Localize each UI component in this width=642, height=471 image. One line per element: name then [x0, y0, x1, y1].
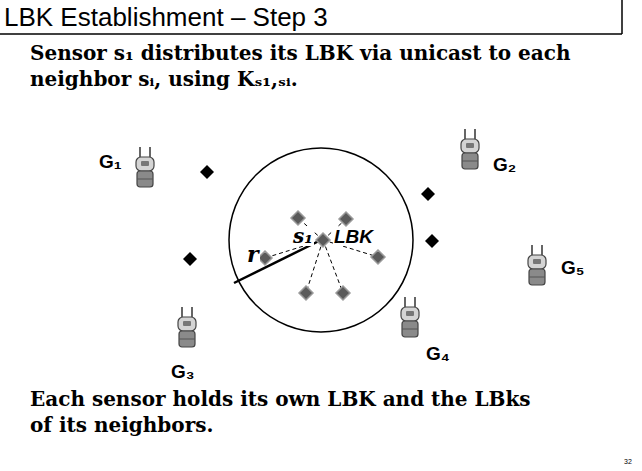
gateway-band: [402, 329, 418, 330]
gateway-icon: [457, 128, 483, 172]
sensor-diamond: [258, 251, 272, 265]
sensor-diamond: [200, 165, 214, 179]
gateway-icon: [524, 244, 550, 288]
gateway-band: [462, 161, 478, 162]
gateway-window: [183, 321, 191, 326]
gateway-window: [533, 259, 541, 264]
gateway-head: [178, 317, 196, 331]
sensor-diamond: [421, 187, 435, 201]
gateway-window: [141, 161, 149, 166]
radius-line: [234, 240, 321, 283]
gateway-body: [137, 171, 153, 187]
instruction-text: Sensor s₁ distributes its LBK via unicas…: [30, 40, 620, 92]
sensor-diamond: [291, 211, 305, 225]
gateway-body: [462, 153, 478, 169]
sensor-diamond: [339, 212, 353, 226]
gateway-body: [529, 269, 545, 285]
gateway-label: G₄: [425, 344, 451, 363]
gateway-node: G₁: [132, 146, 158, 190]
gateway-label: G₁: [98, 152, 123, 171]
gateway-body: [402, 321, 418, 337]
gateway-label: G₃: [170, 362, 196, 381]
sensor-diamond: [336, 286, 350, 300]
gateway-head: [528, 255, 546, 269]
gateway-icon: [174, 306, 200, 350]
gateway-label: G₅: [560, 258, 586, 277]
unicast-links: [265, 218, 378, 293]
gateway-node: G₂: [457, 128, 483, 172]
gateway-body: [179, 331, 195, 347]
range-circle: [229, 148, 413, 332]
title-rule: [621, 0, 623, 34]
gateway-band: [529, 277, 545, 278]
gateway-icon: [132, 146, 158, 190]
outside-sensors: [183, 165, 439, 266]
slide-title: LBK Establishment – Step 3: [4, 2, 328, 32]
gateway-window: [466, 143, 474, 148]
sensor-diamond: [425, 234, 439, 248]
unicast-link: [323, 240, 343, 293]
gateway-head: [136, 157, 154, 171]
gateway-label: G₂: [492, 155, 517, 174]
page-number: 32: [624, 458, 632, 465]
sensor-label: s₁: [292, 226, 314, 246]
unicast-link: [306, 240, 323, 293]
gateway-head: [461, 139, 479, 153]
title-rule: [0, 33, 622, 35]
key-label: LBK: [333, 227, 374, 246]
gateway-icon: [397, 296, 423, 340]
gateway-node: G₄: [397, 296, 423, 340]
gateway-head: [401, 307, 419, 321]
sensor-diamond: [316, 233, 330, 247]
gateway-node: G₃: [174, 306, 200, 350]
gateway-band: [179, 339, 195, 340]
sensor-diamond: [183, 252, 197, 266]
neighbor-sensors: [258, 211, 385, 300]
gateway-window: [406, 311, 414, 316]
sensor-diamond: [299, 286, 313, 300]
gateway-node: G₅: [524, 244, 550, 288]
radius-label: r: [246, 243, 260, 265]
summary-text: Each sensor holds its own LBK and the LB…: [30, 386, 540, 438]
gateway-band: [137, 179, 153, 180]
sensor-diamond: [371, 250, 385, 264]
